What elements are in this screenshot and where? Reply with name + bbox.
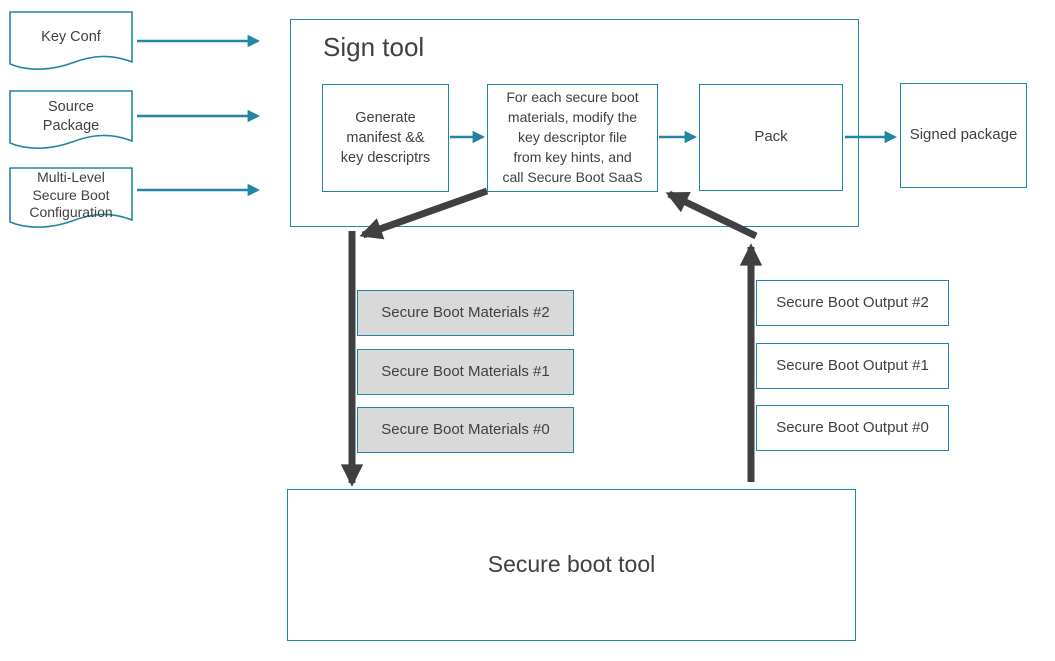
- secure-boot-output-2: Secure Boot Output #2: [756, 280, 949, 326]
- sign-tool-container: [290, 19, 859, 227]
- secure-boot-materials-0: Secure Boot Materials #0: [357, 407, 574, 453]
- secure-boot-materials-1: Secure Boot Materials #1: [357, 349, 574, 395]
- document-shape-icon: [9, 167, 133, 228]
- step-generate-manifest: Generate manifest && key descriptrs: [322, 84, 449, 192]
- doc-multi-level-config-label: Multi-Level Secure Boot Configuration: [29, 169, 113, 221]
- doc-key-conf-label: Key Conf: [41, 29, 101, 46]
- sign-tool-title: Sign tool: [323, 32, 425, 62]
- document-shape-icon: [9, 90, 133, 149]
- secure-boot-materials-2: Secure Boot Materials #2: [357, 290, 574, 336]
- secure-boot-output-1: Secure Boot Output #1: [756, 343, 949, 389]
- secure-boot-tool-box: Secure boot tool: [287, 489, 856, 641]
- doc-source-package-label: Source Package: [42, 99, 100, 134]
- doc-multi-level-config: Multi-Level Secure Boot Configuration: [9, 167, 133, 233]
- doc-source-package: Source Package: [9, 90, 133, 154]
- doc-key-conf: Key Conf: [9, 11, 133, 75]
- signed-package-box: Signed package: [900, 83, 1027, 188]
- document-shape-icon: [9, 11, 133, 70]
- secure-boot-output-0: Secure Boot Output #0: [756, 405, 949, 451]
- step-modify-descriptor: For each secure boot materials, modify t…: [487, 84, 658, 192]
- step-pack: Pack: [699, 84, 843, 191]
